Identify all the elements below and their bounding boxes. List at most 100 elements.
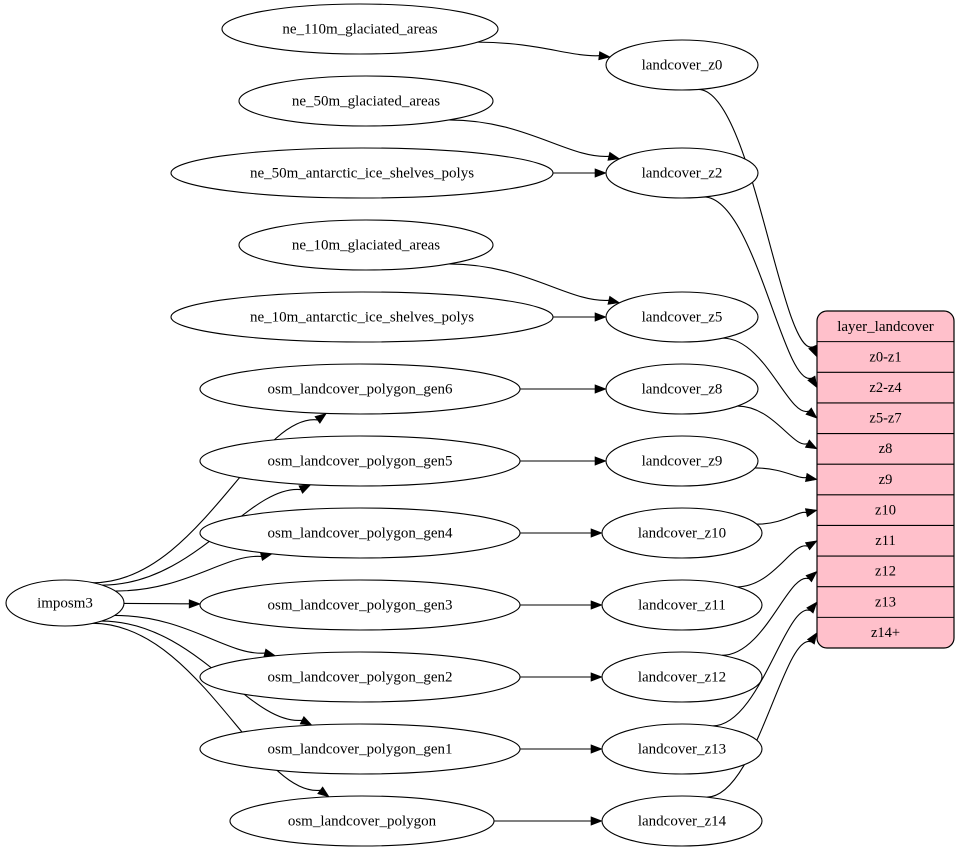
edge-imposm3-to-osm_landcover_polygon xyxy=(92,622,330,798)
table-row-z8[interactable]: z8 xyxy=(879,441,893,457)
node-ne_10m_glaciated_areas[interactable]: ne_10m_glaciated_areas xyxy=(238,219,494,271)
node-label: landcover_z2 xyxy=(642,165,723,181)
edge-line xyxy=(706,641,812,798)
node-shape xyxy=(199,579,521,631)
edge-line xyxy=(449,119,609,157)
node-shape xyxy=(238,219,494,271)
node-landcover_z12[interactable]: landcover_z12 xyxy=(601,651,763,703)
arrow-head-icon xyxy=(299,715,313,726)
edge-line xyxy=(92,419,318,584)
table-outline xyxy=(816,310,955,649)
edge-osm_landcover_polygon_gen3-to-landcover_z11 xyxy=(520,600,603,610)
table-row-z9[interactable]: z9 xyxy=(879,472,893,488)
node-shape xyxy=(170,147,554,199)
arrow-head-icon xyxy=(805,472,818,482)
node-landcover_z10[interactable]: landcover_z10 xyxy=(601,507,763,559)
node-shape xyxy=(601,507,763,559)
node-label: osm_landcover_polygon_gen3 xyxy=(268,597,453,613)
arrow-head-icon xyxy=(594,312,607,322)
node-osm_landcover_polygon[interactable]: osm_landcover_polygon xyxy=(229,795,495,847)
edge-imposm3-to-osm_landcover_polygon_gen4 xyxy=(115,551,273,592)
node-ne_50m_antarctic_ice_shelves_polys[interactable]: ne_50m_antarctic_ice_shelves_polys xyxy=(170,147,554,199)
table-row-label: z10 xyxy=(875,502,896,518)
arrow-head-icon xyxy=(590,528,603,538)
edge-imposm3-to-osm_landcover_polygon_gen3 xyxy=(123,599,201,609)
node-shape xyxy=(199,435,521,487)
edge-osm_landcover_polygon_gen4-to-landcover_z10 xyxy=(520,528,603,538)
node-label: landcover_z10 xyxy=(638,525,726,541)
node-imposm3[interactable]: imposm3 xyxy=(5,579,125,627)
edge-ne_10m_antarctic_ice_shelves_polys-to-landcover_z5 xyxy=(553,312,607,322)
edge-osm_landcover_polygon_gen1-to-landcover_z13 xyxy=(519,744,603,754)
table-row-z5-z7[interactable]: z5-z7 xyxy=(869,411,901,427)
edge-landcover_z14-to-z14+ xyxy=(706,631,818,798)
node-label: ne_10m_antarctic_ice_shelves_polys xyxy=(250,309,474,325)
edge-osm_landcover_polygon_gen2-to-landcover_z12 xyxy=(520,672,603,682)
node-shape xyxy=(605,363,759,415)
arrow-head-icon xyxy=(807,375,818,389)
node-label: landcover_z5 xyxy=(642,309,723,325)
node-ne_10m_antarctic_ice_shelves_polys[interactable]: ne_10m_antarctic_ice_shelves_polys xyxy=(170,291,554,343)
node-landcover_z0[interactable]: landcover_z0 xyxy=(605,39,759,91)
table-row-z14+[interactable]: z14+ xyxy=(871,625,900,641)
node-osm_landcover_polygon_gen3[interactable]: osm_landcover_polygon_gen3 xyxy=(199,579,521,631)
node-landcover_z11[interactable]: landcover_z11 xyxy=(601,579,763,631)
node-landcover_z14[interactable]: landcover_z14 xyxy=(601,795,763,847)
table-row-z0-z1[interactable]: z0-z1 xyxy=(869,349,901,365)
arrow-head-icon xyxy=(594,456,607,466)
node-shape xyxy=(170,291,554,343)
edge-line xyxy=(721,578,809,656)
node-osm_landcover_polygon_gen4[interactable]: osm_landcover_polygon_gen4 xyxy=(199,507,521,559)
arrow-head-icon xyxy=(598,51,611,61)
node-label: osm_landcover_polygon_gen5 xyxy=(268,453,453,469)
node-label: landcover_z8 xyxy=(642,381,723,397)
table-row-label: z8 xyxy=(879,441,893,457)
node-landcover_z13[interactable]: landcover_z13 xyxy=(601,723,763,775)
arrow-head-icon xyxy=(804,508,818,518)
layer-landcover-table: layer_landcoverz0-z1z2-z4z5-z7z8z9z10z11… xyxy=(816,310,955,649)
table-background xyxy=(817,311,954,648)
table-row-label: z0-z1 xyxy=(869,349,901,365)
arrow-head-icon xyxy=(804,540,818,551)
node-label: osm_landcover_polygon_gen2 xyxy=(268,669,453,685)
edge-landcover_z9-to-z9 xyxy=(755,467,818,482)
arrow-head-icon xyxy=(590,816,603,826)
node-landcover_z9[interactable]: landcover_z9 xyxy=(605,435,759,487)
node-ne_110m_glaciated_areas[interactable]: ne_110m_glaciated_areas xyxy=(221,3,499,55)
node-label: osm_landcover_polygon_gen4 xyxy=(268,525,453,541)
table-row-z13[interactable]: z13 xyxy=(875,594,896,610)
edge-line xyxy=(698,88,813,348)
arrow-head-icon xyxy=(594,384,607,394)
node-shape xyxy=(601,579,763,631)
edge-line xyxy=(737,545,808,588)
node-osm_landcover_polygon_gen1[interactable]: osm_landcover_polygon_gen1 xyxy=(199,723,521,775)
table-row-z12[interactable]: z12 xyxy=(875,564,896,580)
arrow-head-icon xyxy=(188,599,201,609)
node-osm_landcover_polygon_gen6[interactable]: osm_landcover_polygon_gen6 xyxy=(199,363,521,415)
node-shape xyxy=(601,795,763,847)
edge-line xyxy=(755,467,807,479)
arrow-head-icon xyxy=(805,407,818,419)
node-landcover_z2[interactable]: landcover_z2 xyxy=(605,147,759,199)
table-row-label: z14+ xyxy=(871,625,900,641)
table-row-z11[interactable]: z11 xyxy=(875,533,895,549)
edge-ne_110m_glaciated_areas-to-landcover_z0 xyxy=(477,41,611,61)
edge-line xyxy=(115,555,262,592)
node-shape xyxy=(605,39,759,91)
node-landcover_z8[interactable]: landcover_z8 xyxy=(605,363,759,415)
edge-line xyxy=(722,337,809,412)
edge-line xyxy=(756,511,807,525)
node-label: landcover_z13 xyxy=(638,741,726,757)
node-landcover_z5[interactable]: landcover_z5 xyxy=(605,291,759,343)
edge-ne_50m_antarctic_ice_shelves_polys-to-landcover_z2 xyxy=(553,168,607,178)
table-row-z10[interactable]: z10 xyxy=(875,502,896,518)
node-osm_landcover_polygon_gen2[interactable]: osm_landcover_polygon_gen2 xyxy=(199,651,521,703)
node-osm_landcover_polygon_gen5[interactable]: osm_landcover_polygon_gen5 xyxy=(199,435,521,487)
table-row-z2-z4[interactable]: z2-z4 xyxy=(869,380,902,396)
edge-landcover_z12-to-z12 xyxy=(721,570,818,656)
edge-line xyxy=(737,405,808,445)
node-ne_50m_glaciated_areas[interactable]: ne_50m_glaciated_areas xyxy=(238,75,494,127)
edge-osm_landcover_polygon_gen5-to-landcover_z9 xyxy=(520,456,607,466)
node-shape xyxy=(229,795,495,847)
